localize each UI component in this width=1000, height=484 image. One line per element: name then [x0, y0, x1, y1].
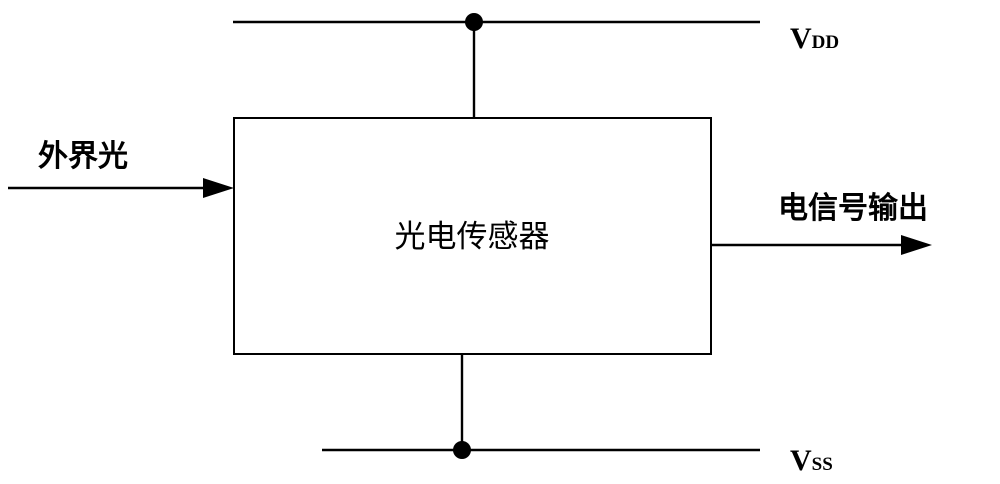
output-arrowhead-icon [901, 235, 932, 255]
output-signal-label: 电信号输出 [778, 191, 928, 226]
sensor-block-label: 光电传感器 [395, 219, 550, 255]
vdd-label-main: V [790, 22, 812, 55]
vdd-junction-node [465, 13, 483, 31]
vss-label-main: V [790, 444, 812, 477]
photoelectric-sensor-block [233, 117, 712, 355]
input-arrowhead-icon [203, 178, 234, 198]
vss-junction-node [453, 441, 471, 459]
vdd-label-sub: DD [812, 32, 839, 53]
vss-label: VSS [790, 444, 833, 477]
vdd-label: VDD [790, 22, 839, 55]
input-light-label: 外界光 [38, 139, 128, 174]
vss-label-sub: SS [812, 454, 833, 475]
